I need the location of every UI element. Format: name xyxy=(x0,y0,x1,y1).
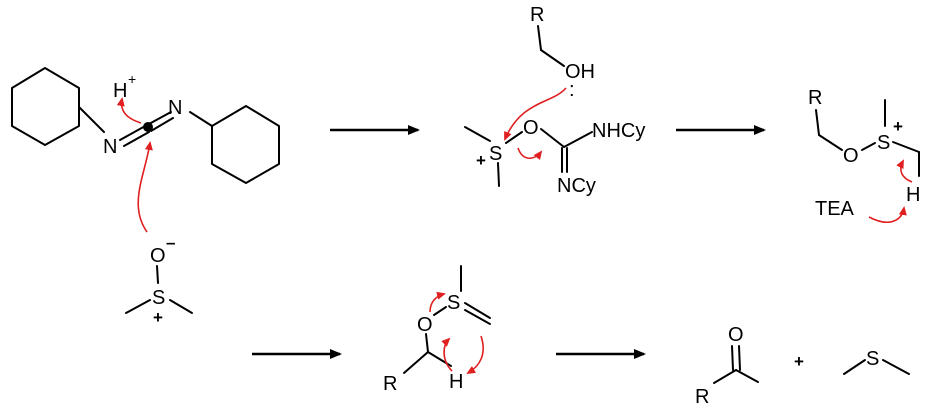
cyclohexane-ring-right xyxy=(211,105,280,184)
dms-sulfur: S xyxy=(866,348,879,370)
intermediate-oxygen: O xyxy=(523,117,539,139)
alcohol: R OH : xyxy=(530,4,595,101)
base-label: TEA xyxy=(815,198,855,220)
aldehyde-oxygen: O xyxy=(728,324,744,346)
electron-arrow-ch-to-co xyxy=(441,337,453,372)
electron-arrow-nitrogen-to-proton xyxy=(116,97,142,124)
carbodiimide-n-left: N xyxy=(103,136,117,158)
proton-label: H xyxy=(113,80,127,102)
electron-arrow-oxygen-to-carbon xyxy=(137,141,153,233)
electron-arrow-ylide-formation xyxy=(896,159,913,183)
sulfur-ylide: S O R H xyxy=(383,265,491,395)
ylide-sulfur: S xyxy=(447,292,460,314)
electron-arrow-base-deprotonation xyxy=(868,206,907,223)
dmso-sulfur: S xyxy=(152,287,165,309)
carbodiimide-n-right: N xyxy=(168,97,182,119)
alkoxysulfonium-oxygen: O xyxy=(843,145,859,167)
ylide-hydrogen: H xyxy=(449,371,463,393)
dmso-oxygen-charge: – xyxy=(166,233,175,252)
electron-arrow-ylide-to-h xyxy=(466,335,484,375)
alcohol-oh: OH xyxy=(565,61,595,83)
electron-arrow-alcohol-attack xyxy=(504,87,567,141)
aldehyde-r: R xyxy=(695,386,709,408)
dmso-sulfur-charge: + xyxy=(153,308,163,327)
alkoxysulfonium-sulfur: S xyxy=(877,132,890,154)
carbodiimide-carbon xyxy=(143,122,153,132)
aldehyde-product: O R xyxy=(695,324,759,408)
alkoxysulfonium-sulfur-charge: + xyxy=(893,117,903,136)
dmso-oxygen: O xyxy=(150,245,166,267)
product-plus: + xyxy=(794,352,804,371)
electron-arrow-os-cleavage xyxy=(429,291,446,313)
activated-dmso-intermediate: S + O NHCy NCy xyxy=(464,117,645,197)
dcc-molecule: N N H + xyxy=(11,67,280,184)
dmso-molecule: O – S + xyxy=(125,233,193,327)
intermediate-ncy: NCy xyxy=(557,175,596,197)
alcohol-lone-pair: : xyxy=(569,79,575,101)
intermediate-nhcy: NHCy xyxy=(592,120,645,142)
alcohol-r: R xyxy=(530,4,544,26)
dimethyl-sulfide: S xyxy=(843,348,910,375)
alkoxysulfonium: R O S + H TEA xyxy=(808,87,920,220)
ylide-oxygen: O xyxy=(417,314,433,336)
cyclohexane-ring-left xyxy=(11,67,80,146)
alkoxysulfonium-hydrogen: H xyxy=(906,184,920,206)
alkoxysulfonium-r: R xyxy=(808,87,822,109)
intermediate-sulfur: S xyxy=(489,143,502,165)
proton-charge: + xyxy=(128,71,136,87)
ylide-r: R xyxy=(383,373,397,395)
electron-arrow-s-o-bond xyxy=(517,147,543,160)
intermediate-sulfur-charge: + xyxy=(476,151,486,170)
